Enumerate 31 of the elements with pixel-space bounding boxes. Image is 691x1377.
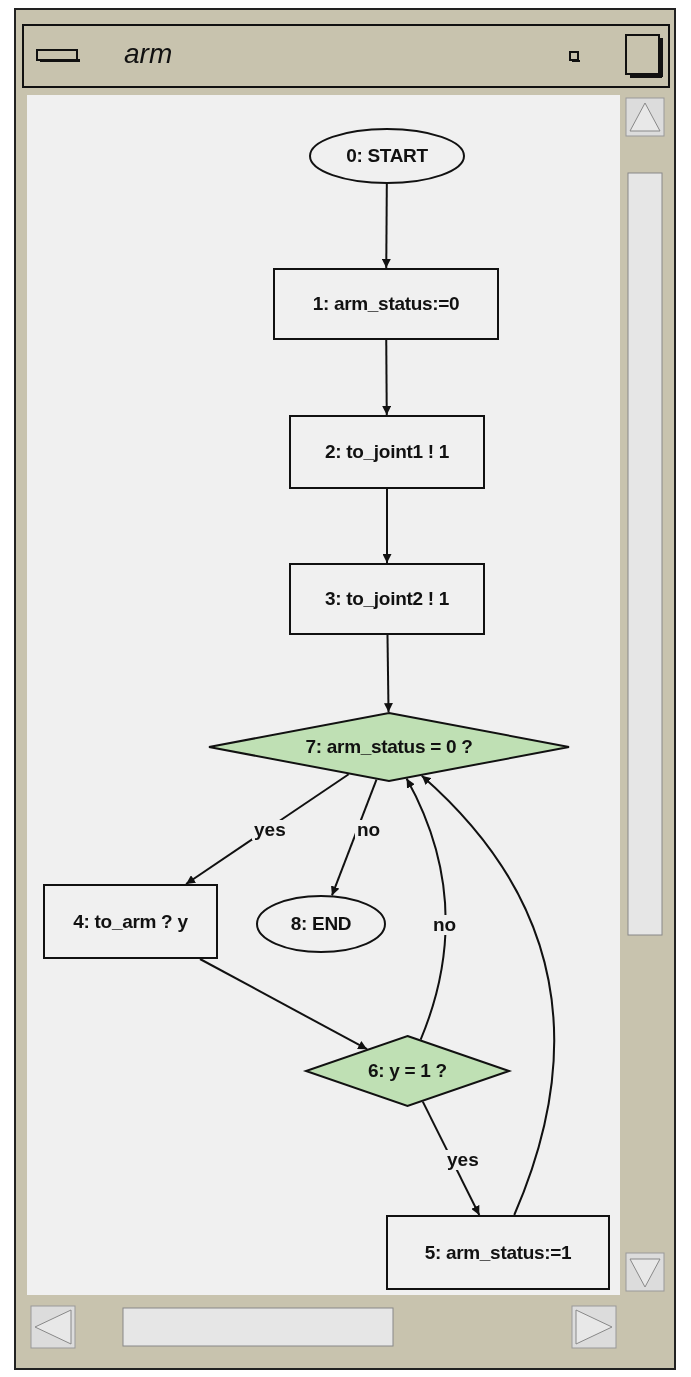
node-label: 1: arm_status:=0: [312, 293, 460, 315]
decision-diamond: [305, 1035, 510, 1107]
node-label: 2: to_joint1 ! 1: [325, 441, 449, 463]
node-label: 5: arm_status:=1: [424, 1241, 572, 1264]
edge-label: no: [355, 820, 383, 840]
window-title: arm: [124, 38, 173, 70]
arrow: [331, 778, 378, 897]
node-label: 3: to_joint2 ! 1: [325, 588, 449, 610]
edge-label: no: [431, 915, 459, 935]
arrow: [199, 958, 369, 1051]
node-label: 0: START: [346, 145, 428, 167]
arrow: [381, 183, 391, 269]
node-label: 4: to_arm ? y: [73, 910, 188, 933]
decision-diamond: [208, 712, 570, 782]
arrow: [383, 634, 393, 714]
process-box: [289, 563, 485, 635]
arrow: [382, 488, 392, 564]
arrow: [420, 774, 556, 1216]
process-box: [43, 884, 218, 959]
arrow: [405, 777, 447, 1041]
process-box: [386, 1215, 610, 1290]
node-label: 6: y = 1 ?: [368, 1060, 447, 1082]
node-label: 7: arm_status = 0 ?: [305, 736, 473, 758]
process-box: [289, 415, 485, 489]
edge-label: yes: [445, 1150, 481, 1170]
process-box: [273, 268, 499, 340]
ellipse-node: [256, 895, 386, 953]
node-label: 8: END: [290, 913, 352, 935]
edge-label: yes: [252, 820, 288, 840]
arrow: [382, 339, 392, 416]
ellipse-node: [309, 128, 465, 184]
